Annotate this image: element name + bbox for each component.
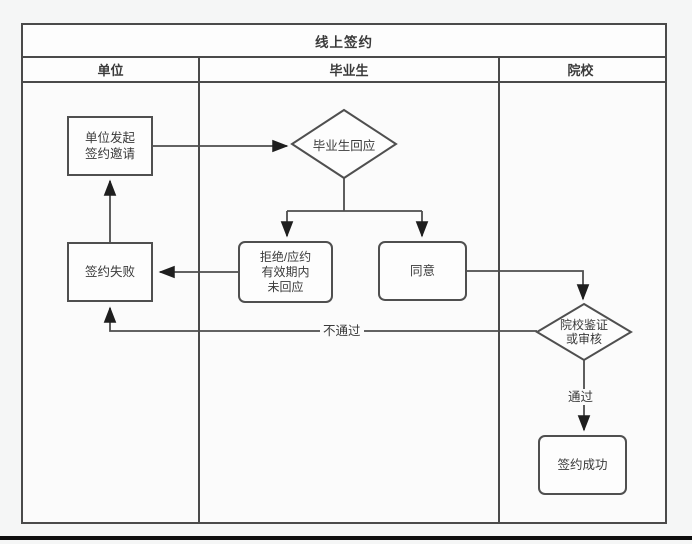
node-fail-label: 签约失败 [84,264,135,279]
lane-body-row [23,83,665,522]
node-success-label: 签约成功 [557,457,608,472]
node-reject: 拒绝/应约 有效期内 未回应 [238,241,333,303]
diagram-title: 线上签约 [23,25,665,58]
lane-header-unit: 单位 [23,58,200,81]
node-agree: 同意 [378,241,467,301]
lane-header-row: 单位 毕业生 院校 [23,58,665,83]
node-invite: 单位发起 签约邀请 [67,116,153,176]
node-reject-line2: 有效期内 [261,264,310,279]
diamond-respond-shape [290,108,398,180]
node-reject-line3: 未回应 [267,279,304,294]
node-success: 签约成功 [538,435,627,495]
node-invite-line2: 签约邀请 [84,147,135,161]
edge-label-not-passed: 不通过 [320,323,364,339]
edge-verify-to-fail [103,306,537,332]
edge-agree-to-verify [467,270,590,301]
node-fail: 签约失败 [67,242,153,302]
lane-header-school: 院校 [567,63,594,78]
lane-unit [23,83,200,522]
node-reject-line1: 拒绝/应约 [259,249,312,264]
lane-header-graduate: 毕业生 [200,58,500,81]
bottom-edge-bar [0,536,692,540]
node-agree-label: 同意 [409,263,435,278]
node-invite-line1: 单位发起 [84,130,135,145]
edge-label-passed: 通过 [565,389,597,405]
diamond-verify-shape [535,302,633,362]
lane-graduate [200,83,500,522]
